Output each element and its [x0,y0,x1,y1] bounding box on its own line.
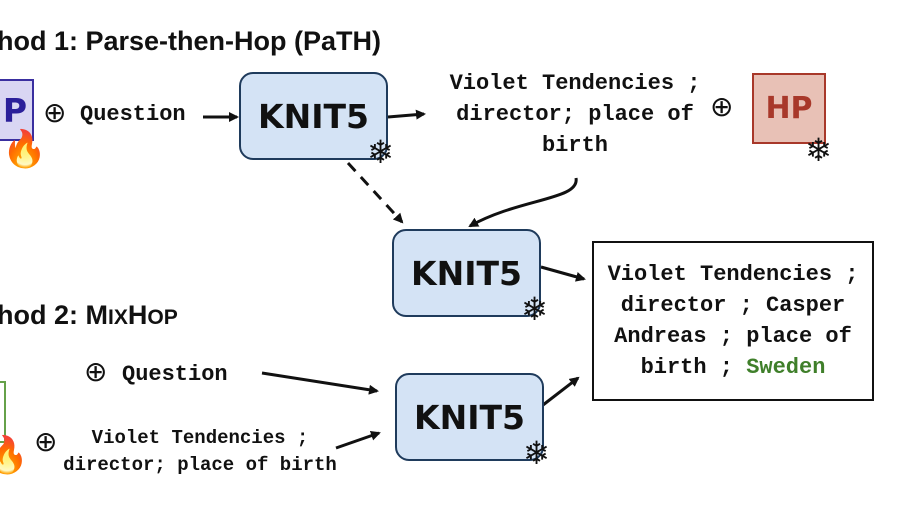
arrow-knit5-mid-to-result [540,265,586,282]
method2-title-mid: H [127,300,148,330]
knit5-label: KNIT5 [258,96,369,136]
soft-prompt-box-label: P [2,90,27,130]
oplus-icon: ⊕ [84,355,108,388]
mixhop-input-line: director; place of birth [63,454,337,476]
result-answer: Sweden [746,355,826,380]
arrow-question-to-knit5-bottom [261,371,379,395]
result-line-final: birth ; Sweden [594,352,872,383]
knit5-box-mixhop: KNIT5 [395,373,544,461]
oplus-icon: ⊕ [34,425,58,458]
hop-prompt-box: HP [752,73,826,144]
snowflake-icon: ❄ [523,434,550,472]
result-box: Violet Tendencies ; director ; Casper An… [592,241,874,401]
parse-output-text: Violet Tendencies ; director; place of b… [440,68,710,161]
arrow-input-to-knit5-bottom [335,430,381,450]
flame-icon: 🔥 [2,129,47,170]
result-line: birth ; [640,355,747,380]
arrow-parse-output-to-knit5-mid [468,177,578,228]
soft-prompt-box-partial: P [0,79,34,141]
snowflake-icon: ❄ [367,133,394,171]
parse-output-line: birth [541,133,608,158]
result-text: Violet Tendencies ; director ; Casper An… [594,259,872,383]
method2-title-smallcaps: OP [147,306,178,329]
method2-question-label: Question [122,362,228,387]
result-line: Andreas ; place of [614,324,852,349]
knit5-label: KNIT5 [411,253,522,293]
method1-question-label: Question [80,102,186,127]
mixhop-input-line: Violet Tendencies ; [91,427,309,449]
snowflake-icon: ❄ [805,131,832,169]
arrow-knit5-to-parse-output [387,109,426,120]
hop-prompt-label: HP [765,91,813,126]
knit5-box-parse: KNIT5 [239,72,388,160]
arrow-knit5-bottom-to-result [542,376,580,407]
arrow-dashed-knit5-to-knit5 [346,161,404,224]
mixhop-prompt-box-partial [0,381,6,443]
snowflake-icon: ❄ [521,290,548,328]
knit5-label: KNIT5 [414,397,525,437]
parse-output-line: director; place of [456,102,694,127]
method2-title-prefix: hod 2: M [0,300,108,330]
method2-title-smallcaps: IX [107,306,128,329]
oplus-icon: ⊕ [43,96,67,129]
result-line: Violet Tendencies ; [607,262,859,287]
result-line: director ; Casper [620,293,846,318]
knit5-box-hop: KNIT5 [392,229,541,317]
flame-icon: 🔥 [0,435,29,476]
mixhop-input-text: Violet Tendencies ; director; place of b… [60,425,340,479]
oplus-icon: ⊕ [710,90,734,123]
parse-output-line: Violet Tendencies ; [449,71,701,96]
method2-title: hod 2: MIXHOP [0,300,178,331]
method1-title: hod 1: Parse-then-Hop (PaTH) [0,26,382,56]
